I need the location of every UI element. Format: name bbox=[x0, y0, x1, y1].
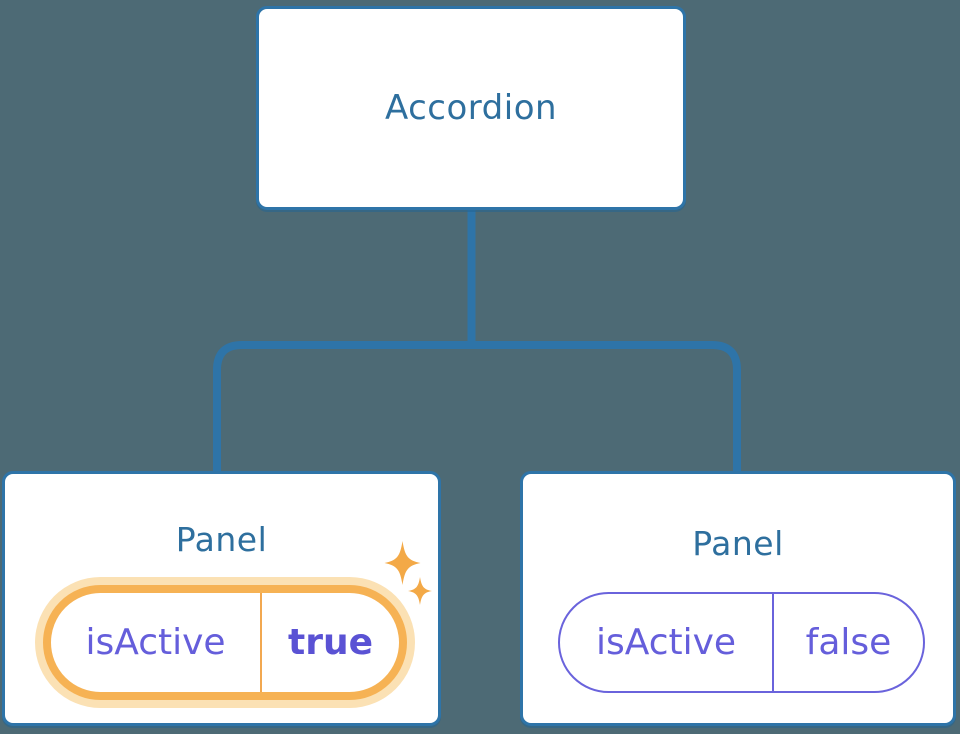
state-name: isActive bbox=[85, 622, 226, 663]
state-value: true bbox=[287, 622, 373, 663]
panel-node-inactive: Panel isActive false bbox=[520, 471, 956, 726]
panel-node-active: Panel isActive true bbox=[2, 471, 441, 726]
accordion-node-label: Accordion bbox=[384, 88, 558, 128]
state-value: false bbox=[805, 622, 892, 663]
state-pill-inactive: isActive false bbox=[558, 592, 925, 693]
state-name-cell: isActive bbox=[51, 593, 260, 692]
panel-title: Panel bbox=[175, 520, 268, 559]
state-value-cell: true bbox=[260, 593, 399, 692]
state-value-cell: false bbox=[772, 594, 923, 691]
state-pill-active: isActive true bbox=[43, 585, 407, 700]
state-name: isActive bbox=[595, 622, 737, 663]
state-name-cell: isActive bbox=[560, 594, 772, 691]
sparkles-icon bbox=[384, 541, 432, 605]
panel-title: Panel bbox=[692, 524, 784, 563]
accordion-node: Accordion bbox=[256, 6, 686, 210]
